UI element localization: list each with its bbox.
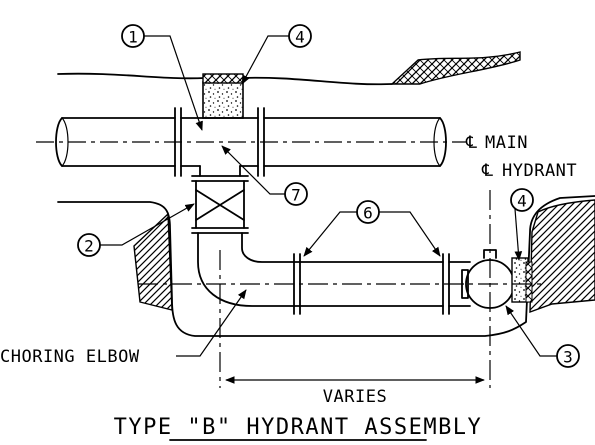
varies-label: VARIES <box>323 387 387 407</box>
callout-4-top: 4 <box>295 28 305 47</box>
gate-valve <box>191 180 249 234</box>
thrust-block-concrete <box>202 81 244 119</box>
callout-4-top-leader <box>241 35 289 85</box>
anchoring-elbow-label: CHORING ELBOW <box>0 347 140 367</box>
callout-4-right-bubble <box>510 188 534 212</box>
hydrant-label: HYDRANT <box>502 161 577 181</box>
callout-6-leader-right <box>379 211 441 257</box>
main-label: MAIN <box>485 133 528 153</box>
callout-2-leader <box>100 203 195 246</box>
tee-fitting <box>174 107 265 182</box>
hydrant-base <box>461 249 533 309</box>
trench-hatch-right <box>529 199 595 314</box>
callout-1-leader <box>505 305 557 357</box>
callout-2: 2 <box>84 237 94 256</box>
ground-hatch-top <box>390 51 521 85</box>
anchoring-elbow-leader <box>176 289 247 357</box>
thrust-block-cap <box>202 73 244 84</box>
callout-7-leader <box>221 145 285 195</box>
callout-7: 7 <box>291 186 301 205</box>
callout-6-leader-left <box>303 211 357 257</box>
cl-symbol-hydrant: ℄ <box>481 161 493 181</box>
cl-symbol-main: ℄ <box>465 133 477 153</box>
trench-hatch-left <box>133 212 173 311</box>
anchoring-elbow-pipe <box>197 232 471 315</box>
water-main-pipe <box>36 117 466 167</box>
callout-4-right: 4 <box>517 192 527 211</box>
callout-4-right-leader <box>514 208 523 261</box>
callout-6: 6 <box>363 204 373 223</box>
callout-3-leader <box>144 35 203 131</box>
drawing-title: TYPE "B" HYDRANT ASSEMBLY <box>114 415 483 440</box>
callout-1: 3 <box>563 348 573 367</box>
callout-3: 1 <box>128 28 138 47</box>
